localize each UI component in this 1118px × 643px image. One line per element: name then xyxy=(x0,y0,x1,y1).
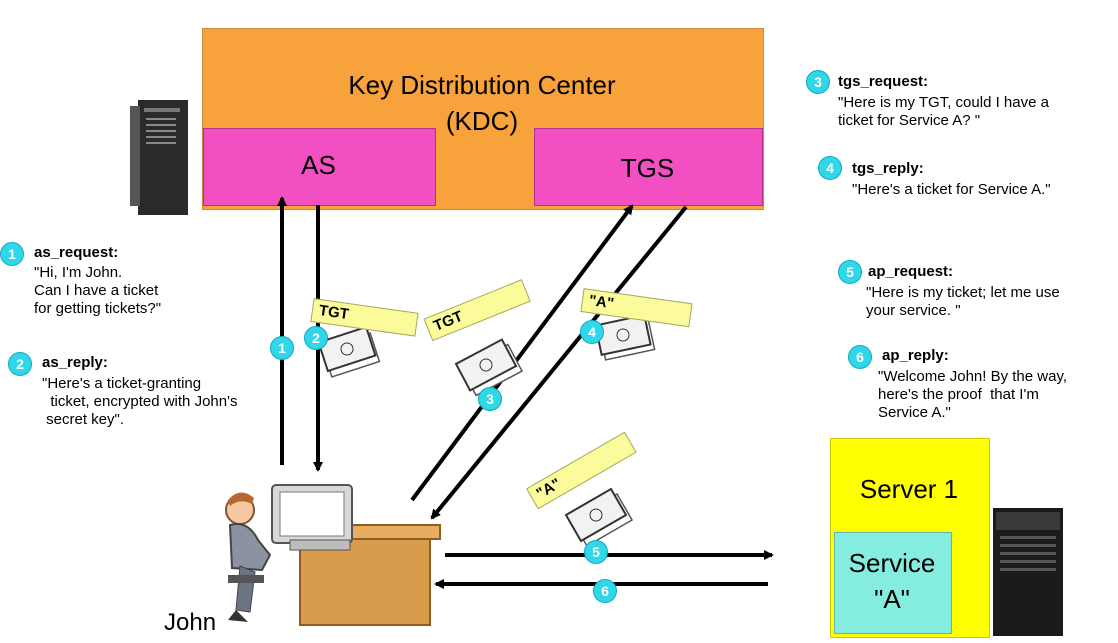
as-label: AS xyxy=(301,150,336,180)
arrow-badge-1: 1 xyxy=(270,336,294,360)
step-1-title: as_request: xyxy=(34,244,119,261)
kdc-server-icon xyxy=(130,100,188,215)
server-title: Server 1 xyxy=(859,474,959,504)
ticket-icon-tgs-request xyxy=(454,338,524,397)
as-box xyxy=(203,128,436,206)
kdc-subtitle: (KDC) xyxy=(445,106,519,136)
kdc-title: Key Distribution Center xyxy=(348,70,616,100)
arrow-badge-2: 2 xyxy=(304,326,328,350)
tgs-box xyxy=(534,128,763,206)
step-badge-6: 6 xyxy=(848,345,872,369)
service-label-line1: Service xyxy=(848,548,936,578)
arrow-badge-4: 4 xyxy=(580,320,604,344)
step-2-title: as_reply: xyxy=(42,354,108,371)
ticket-icon-tgs-reply xyxy=(594,313,656,361)
step-5-title: ap_request: xyxy=(868,263,954,280)
step-3-title: tgs_request: xyxy=(838,73,929,90)
arrow-badge-5: 5 xyxy=(584,540,608,564)
step-6-text: "Welcome John! By the way, here's the pr… xyxy=(878,368,1068,421)
service-label-line2: "A" xyxy=(874,584,910,614)
arrow-tgs-reply xyxy=(430,205,688,520)
step-5-text: "Here is my ticket; let me use your serv… xyxy=(866,284,1060,319)
step-badge-4: 4 xyxy=(818,156,842,180)
ticket-icon-as xyxy=(317,325,381,378)
arrow-badge-3: 3 xyxy=(478,387,502,411)
step-3-text: "Here is my TGT, could I have a ticket f… xyxy=(838,94,1049,129)
step-4-text: "Here's a ticket for Service A." xyxy=(852,181,1051,198)
step-badge-5: 5 xyxy=(838,260,862,284)
john-label: John xyxy=(164,609,217,636)
step-4-title: tgs_reply: xyxy=(852,160,924,177)
step-2-text: "Here's a ticket-granting ticket, encryp… xyxy=(42,375,238,428)
step-badge-3: 3 xyxy=(806,70,830,94)
tgs-label: TGS xyxy=(620,153,675,183)
step-1-text: "Hi, I'm John. Can I have a ticket for g… xyxy=(34,264,162,317)
arrow-tgs-request xyxy=(410,204,634,502)
step-badge-2: 2 xyxy=(8,352,32,376)
john-at-desk-icon xyxy=(225,484,441,626)
step-badge-1: 1 xyxy=(0,242,24,266)
service-box xyxy=(834,532,952,634)
arrow-badge-6: 6 xyxy=(593,579,617,603)
ticket-icon-ap xyxy=(564,487,634,548)
server-tower-icon xyxy=(993,508,1063,636)
step-6-title: ap_reply: xyxy=(882,347,949,364)
